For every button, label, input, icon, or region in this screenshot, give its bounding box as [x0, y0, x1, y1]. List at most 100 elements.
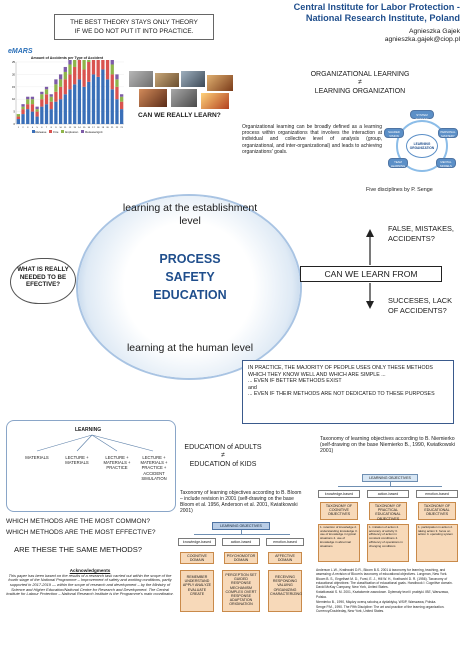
chart-bar-release-19 [101, 69, 105, 124]
chart-bar-explosion-11 [63, 71, 67, 80]
chart-x-tick: 6 [41, 127, 43, 129]
chart-bar-explosion-13 [73, 60, 77, 67]
chart-bar-fire-17 [91, 60, 96, 75]
niemierko-level-knowledge: knowledge-based [318, 490, 360, 498]
senge-diagram: LEARNING ORGANIZATION SYSTEM THINKING PE… [384, 108, 460, 184]
practice-line3: and [248, 384, 257, 391]
chart-bar-explosion-7 [44, 89, 49, 95]
niemierko-level-emotion: emotion-based [416, 490, 458, 498]
chart-bar-release-3 [26, 109, 30, 124]
chart-bar-fire-6 [40, 99, 44, 107]
tree-branch-1: MATERIALS [25, 455, 49, 460]
question-effective: WHICH METHODS ARE THE MOST EFFECTIVE? [6, 529, 156, 536]
chart-x-tick: 2 [22, 127, 24, 129]
chart-x-tick: 17 [92, 127, 95, 129]
chart-x-tick: 3 [27, 127, 29, 129]
chart-bar-release-ignit-8 [49, 94, 53, 97]
chart-bar-fire-9 [54, 91, 58, 102]
org-learning-title-line1: ORGANIZATIONAL LEARNING [310, 71, 410, 78]
chart-bar-fire-8 [49, 101, 53, 110]
chart-bar-release-ignit-9 [54, 79, 58, 85]
chart-bar-release-8 [49, 109, 53, 124]
niemierko-diagram: LEARNING OBJECTIVES knowledge-based acti… [316, 474, 460, 550]
chart-bar-explosion-8 [49, 96, 53, 102]
org-learning-title: ORGANIZATIONAL LEARNING ≠ LEARNING ORGAN… [270, 70, 450, 96]
cloud-question: WHAT IS REALLY NEEDED TO BE EFECTIVE? [8, 254, 78, 308]
tree-lines [36, 434, 154, 452]
senge-node-personal-mastery: PERSONAL MASTERY [438, 128, 458, 138]
acknowledgments: Acknowledgments This paper has been base… [6, 568, 174, 597]
senge-node-mental-models: MENTAL MODELS [436, 158, 456, 168]
chart-bar-explosion-6 [40, 94, 44, 100]
chart-x-tick: 13 [73, 127, 76, 129]
chart-bar-release-ignit-3 [26, 96, 30, 100]
establishment-level-label: learning at the establishment level [122, 202, 258, 227]
chart-bar-fire-4 [30, 104, 35, 112]
cloud-shape [10, 258, 76, 304]
chart-bar-release-13 [73, 84, 77, 124]
chart-x-tick: 22 [116, 127, 119, 129]
senge-ring [396, 120, 448, 172]
photo-5 [138, 88, 168, 108]
bloom-hline [194, 534, 290, 535]
chart-x-tick: 16 [88, 127, 91, 129]
niemierko-hline [338, 486, 442, 487]
chart-y-tick: 20 [12, 72, 15, 76]
chart-bar-release-ignit-12 [68, 60, 72, 65]
chart-bar-release-ignit-2 [21, 104, 25, 107]
bloom-domain-affective: AFFECTIVE DOMAIN [268, 552, 302, 564]
chart-bar-release-10 [58, 99, 63, 124]
chart-bar-release-15 [82, 86, 86, 124]
chart-bar-explosion-2 [21, 106, 25, 110]
bloom-diagram: LEARNING OBJECTIVES knowledge-based acti… [176, 522, 306, 622]
chart-bar-release-ignit-11 [63, 66, 67, 72]
chart-bar-explosion-23 [120, 96, 124, 102]
reference-3: Kwiatkowski S. M. 2001, Kształcenie zawo… [316, 590, 449, 599]
chart-bar-release-1 [16, 119, 20, 124]
chart-bar-explosion-4 [30, 99, 35, 105]
chart-bar-fire-23 [120, 101, 124, 110]
bloom-root: LEARNING OBJECTIVES [212, 522, 270, 530]
chart-title: Amount of Accidents per Type of Accident [30, 56, 104, 60]
practice-line4: ... EVEN IF THEIR METHODS ARE NOT DEDICA… [248, 391, 435, 398]
chart-bar-fire-13 [73, 66, 77, 85]
chart-x-tick: 8 [51, 127, 53, 129]
org-learning-text: Organizational learning can be broadly d… [242, 124, 382, 155]
bloom-detail-psychomotor: PERCEPTION SET GUIDED RESPONSE MECHANISM… [222, 570, 260, 612]
bloom-domain-cognitive: COGNITIVE DOMAIN [180, 552, 214, 564]
chart-bar-release-12 [68, 89, 72, 124]
practice-line1: IN PRACTICE, THE MAJORITY OF PEOPLE USES… [248, 365, 433, 378]
ack-title: Acknowledgments [69, 568, 111, 573]
chart-bar-release-ignit-5 [35, 106, 39, 110]
chart-bar-release-9 [54, 101, 58, 124]
niemierko-taxonomy-practical: TAXONOMY OF PRACTICAL EDUCATIONAL OBJECT… [369, 502, 407, 521]
senge-center: LEARNING ORGANIZATION [406, 134, 438, 158]
chart-bar-fire-1 [16, 116, 20, 120]
chart-bar-explosion-9 [54, 84, 58, 92]
can-we-learn-question: CAN WE REALLY LEARN? [138, 112, 221, 119]
chart-bar-fire-12 [68, 74, 72, 90]
reference-1: Anderson L.W., Krathwohl D.R., Bloom B.S… [316, 568, 448, 577]
cloud-question-text: WHAT IS REALLY NEEDED TO BE EFECTIVE? [17, 266, 69, 288]
arrows-svg [366, 229, 374, 309]
chart-bar-explosion-21 [110, 64, 114, 75]
chart-bar-fire-21 [110, 74, 114, 90]
chart-bar-explosion-16 [87, 60, 91, 62]
practice-line2: ... EVEN IF BETTER METHODS EXIST [248, 378, 342, 385]
chart-bar-explosion-15 [82, 60, 86, 70]
chart-bar-release-ignit-6 [40, 91, 44, 95]
chart-bar-release-ignit-4 [30, 96, 35, 100]
chart-x-tick: 23 [120, 127, 123, 129]
tree-branch-2: LECTURE + MATERIALS [65, 455, 89, 466]
chart-bar-release-4 [30, 111, 35, 124]
chart-y-tick: 10 [12, 97, 15, 101]
question-same: ARE THESE THE SAME METHODS? [14, 545, 142, 554]
chart-bar-release-14 [77, 79, 82, 124]
accident-chart: Amount of Accidents per Type of Accident… [8, 56, 126, 134]
niemierko-taxonomy-cognitive: TAXONOMY OF COGNITIVE OBJECTIVES [320, 502, 358, 520]
chart-bar-release-5 [35, 116, 39, 124]
bloom-detail-cognitive: REMEMBER UNDERSTAND APPLY ANALYZE EVALUA… [180, 570, 214, 612]
chart-bar-fire-20 [105, 60, 110, 80]
chart-bar-release-17 [91, 74, 96, 124]
chart-x-tick: 12 [69, 127, 72, 129]
